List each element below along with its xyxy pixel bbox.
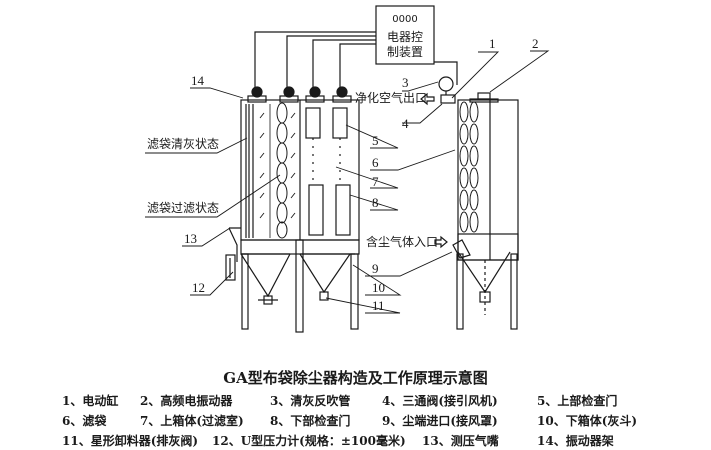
legend-item: 4、三通阀(接引风机) (382, 393, 498, 408)
control-box: 0000 电器控 制装置 (375, 5, 435, 65)
callout-6: 6 (372, 155, 379, 170)
legend-item: 3、清灰反吹管 (270, 393, 351, 408)
leader-lines (145, 50, 550, 314)
callout-5: 5 (372, 133, 379, 148)
clean-air-outlet-label: 净化空气出口 (355, 90, 427, 105)
left-unit (225, 86, 360, 333)
diagram-title: GA型布袋除尘器构造及工作原理示意图 (223, 369, 488, 387)
callout-14: 14 (191, 73, 205, 88)
control-display: 0000 (392, 14, 417, 25)
legend-item: 9、尘端进口(接风罩) (382, 413, 498, 428)
bag-cleaning-label: 滤袋清灰状态 (147, 137, 219, 151)
legend: 1、电动缸 2、高频电振动器 3、清灰反吹管 4、三通阀(接引风机) 5、上部检… (62, 390, 702, 450)
callout-1: 1 (489, 36, 496, 51)
legend-item: 11、星形卸料器(排灰阀) (62, 433, 199, 448)
callout-3: 3 (402, 75, 409, 90)
callout-7: 7 (372, 174, 379, 189)
inlet-arrow (434, 235, 448, 249)
legend-item: 14、振动器架 (537, 433, 614, 448)
legend-item: 13、测压气嘴 (422, 433, 499, 448)
legend-row: 1、电动缸 2、高频电振动器 3、清灰反吹管 4、三通阀(接引风机) 5、上部检… (62, 390, 702, 410)
callout-4: 4 (402, 116, 409, 131)
legend-item: 7、上箱体(过滤室) (140, 413, 244, 428)
callout-8: 8 (372, 195, 379, 210)
legend-item: 12、U型压力计(规格：±100毫米) (212, 433, 406, 448)
outlet-arrow (420, 92, 435, 106)
callout-12: 12 (192, 280, 205, 295)
control-wires (254, 31, 458, 90)
bag-filtering-label: 滤袋过滤状态 (147, 201, 219, 215)
legend-item: 8、下部检查门 (270, 413, 351, 428)
legend-item: 2、高频电振动器 (140, 393, 233, 408)
callout-11: 11 (372, 298, 385, 313)
right-unit (438, 76, 519, 330)
legend-row: 11、星形卸料器(排灰阀) 12、U型压力计(规格：±100毫米) 13、测压气… (62, 430, 702, 450)
control-label-2: 制装置 (387, 45, 423, 59)
legend-item: 10、下箱体(灰斗) (537, 413, 638, 428)
legend-item: 1、电动缸 (62, 393, 119, 408)
callout-2: 2 (532, 36, 539, 51)
legend-item: 5、上部检查门 (537, 393, 618, 408)
dusty-gas-inlet-label: 含尘气体入口 (366, 234, 438, 249)
legend-item: 6、滤袋 (62, 413, 107, 428)
callout-10: 10 (372, 280, 385, 295)
callout-9: 9 (372, 261, 379, 276)
control-label-1: 电器控 (387, 30, 423, 44)
callout-13: 13 (184, 231, 197, 246)
legend-row: 6、滤袋 7、上箱体(过滤室) 8、下部检查门 9、尘端进口(接风罩) 10、下… (62, 410, 702, 430)
